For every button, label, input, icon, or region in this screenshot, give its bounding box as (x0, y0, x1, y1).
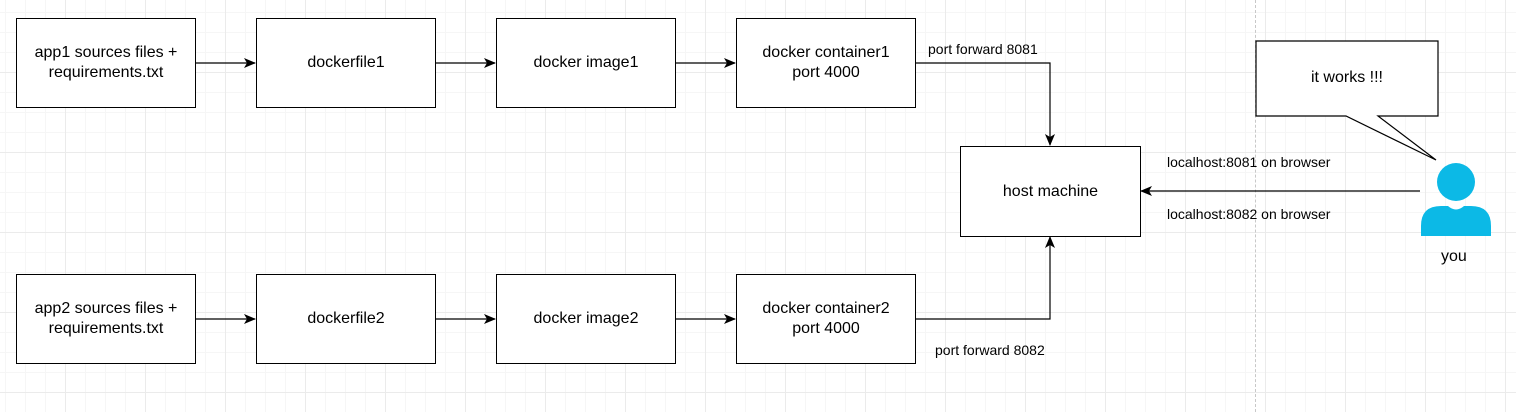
edge-container1-to-host (916, 62, 1055, 146)
user-label: you (1441, 248, 1467, 265)
node-docker-container2: docker container2 port 4000 (736, 274, 916, 364)
edge-container2-to-host (916, 236, 1055, 320)
node-docker-image2: docker image2 (496, 274, 676, 364)
node-docker-image1: docker image1 (496, 18, 676, 108)
label-localhost-8081: localhost:8081 on browser (1167, 154, 1331, 170)
callout-text: it works !!! (1310, 69, 1383, 86)
node-app2-sources: app2 sources files + requirements.txt (16, 274, 196, 364)
label-localhost-8082: localhost:8082 on browser (1167, 206, 1331, 222)
callout-bubble (1255, 40, 1439, 161)
node-host-machine: host machine (960, 146, 1141, 237)
user-icon (1421, 163, 1491, 236)
page-divider (1255, 0, 1256, 412)
label-port-forward-8081: port forward 8081 (928, 41, 1038, 57)
node-docker-container1: docker container1 port 4000 (736, 18, 916, 108)
node-dockerfile2: dockerfile2 (256, 274, 436, 364)
label-port-forward-8082: port forward 8082 (935, 342, 1045, 358)
node-dockerfile1: dockerfile1 (256, 18, 436, 108)
node-app1-sources: app1 sources files + requirements.txt (16, 18, 196, 108)
